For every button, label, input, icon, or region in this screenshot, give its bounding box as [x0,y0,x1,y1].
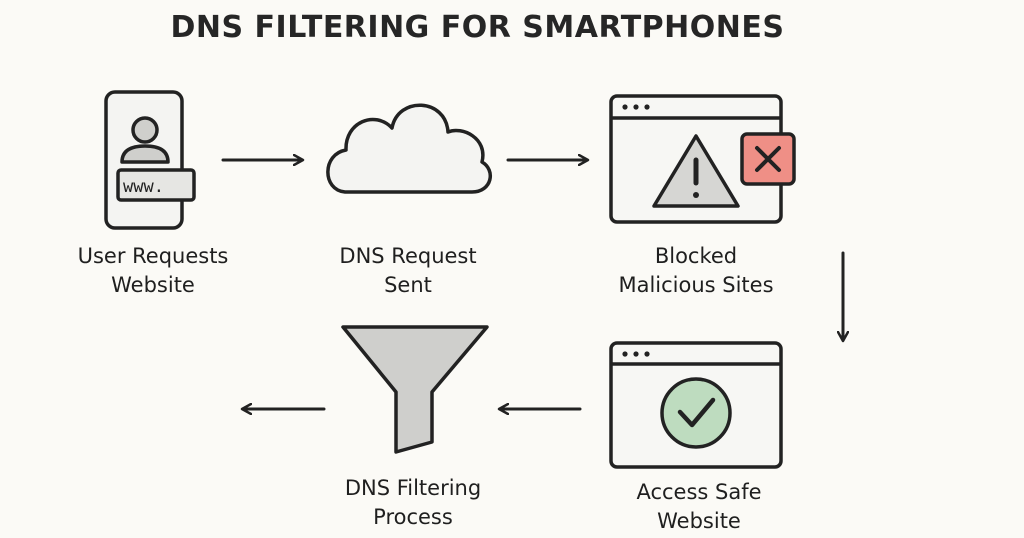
checkmark-icon [660,377,732,449]
warning-icon [652,134,740,208]
url-badge-text: www. [123,177,164,197]
smartphone-user-icon: www. [104,90,196,230]
browser-checkmark-icon [609,341,783,469]
flow-arrows [221,160,843,409]
blocked-x-icon [740,132,796,186]
funnel-icon [341,325,489,454]
cloud-icon [326,103,493,194]
diagram-title: DNS FILTERING FOR SMARTPHONES [170,10,785,45]
url-badge [116,168,196,202]
browser-warning-icon [609,94,796,224]
